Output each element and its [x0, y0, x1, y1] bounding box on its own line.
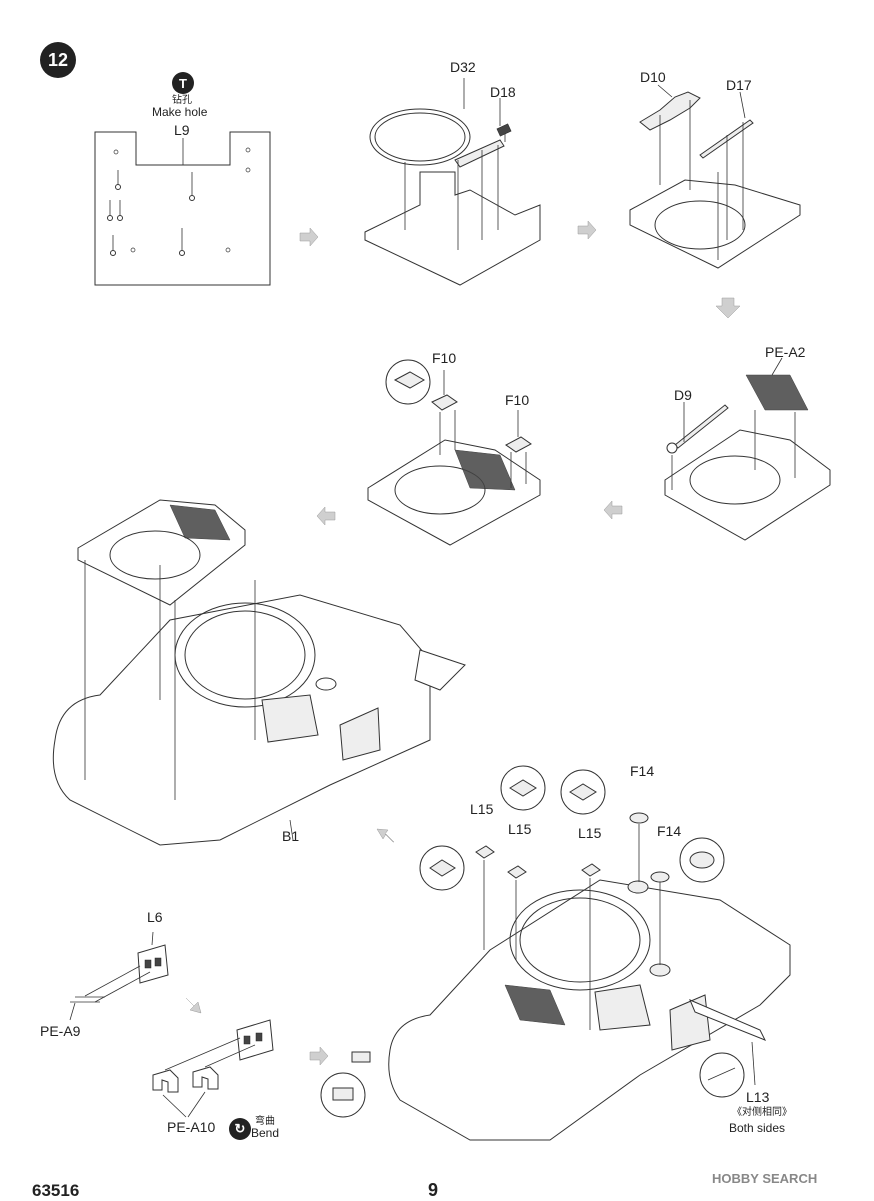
part-label-l15-a: L15: [470, 801, 494, 817]
part-label-d10: D10: [640, 69, 666, 85]
drill-callout-en: Make hole: [152, 105, 208, 119]
panel-d10-d17: [629, 84, 801, 269]
part-label-l15-c: L15: [578, 825, 602, 841]
bend-icon: ↻: [229, 1118, 251, 1140]
part-label-d9: D9: [674, 387, 692, 403]
part-label-l9: L9: [174, 122, 190, 138]
panel-l6-pe-a9: [69, 931, 169, 1021]
panel-final-hull: [320, 765, 791, 1141]
part-label-f14-b: F14: [657, 823, 682, 839]
panel-pe-a10: [152, 1019, 274, 1118]
part-label-pe-a9: PE-A9: [40, 1023, 81, 1039]
bend-callout-en: Bend: [251, 1126, 280, 1140]
part-label-d18: D18: [490, 84, 516, 100]
drill-points: [107, 147, 251, 256]
part-label-b1: B1: [282, 828, 300, 844]
panel-d32-d18: [364, 78, 541, 286]
part-label-f10-a: F10: [432, 350, 457, 366]
part-label-l13: L13: [746, 1089, 770, 1105]
both-sides-en: Both sides: [729, 1121, 786, 1135]
part-label-l15-b: L15: [508, 821, 532, 837]
watermark: HOBBY SEARCH: [712, 1171, 818, 1186]
part-label-pe-a10: PE-A10: [167, 1119, 216, 1135]
part-label-l6: L6: [147, 909, 163, 925]
step-number-badge: 12: [40, 42, 76, 78]
bend-callout-cn: 弯曲: [255, 1116, 275, 1127]
kit-code: 63516: [32, 1181, 80, 1200]
panel-f10: [367, 359, 541, 546]
part-label-d17: D17: [726, 77, 752, 93]
flow-arrows: [185, 220, 741, 1066]
panel-l9-plate: [94, 131, 271, 286]
part-label-d32: D32: [450, 59, 476, 75]
both-sides-cn: 《对侧相同》: [732, 1107, 792, 1118]
page-number: 9: [428, 1180, 439, 1200]
part-label-pe-a2: PE-A2: [765, 344, 806, 360]
part-label-f14-a: F14: [630, 763, 655, 779]
panel-b1-hull: [52, 499, 466, 846]
drill-icon: T: [172, 72, 194, 94]
drill-callout-cn: 钻孔: [172, 95, 192, 106]
part-label-f10-b: F10: [505, 392, 530, 408]
panel-d9-pe-a2: [664, 357, 831, 541]
